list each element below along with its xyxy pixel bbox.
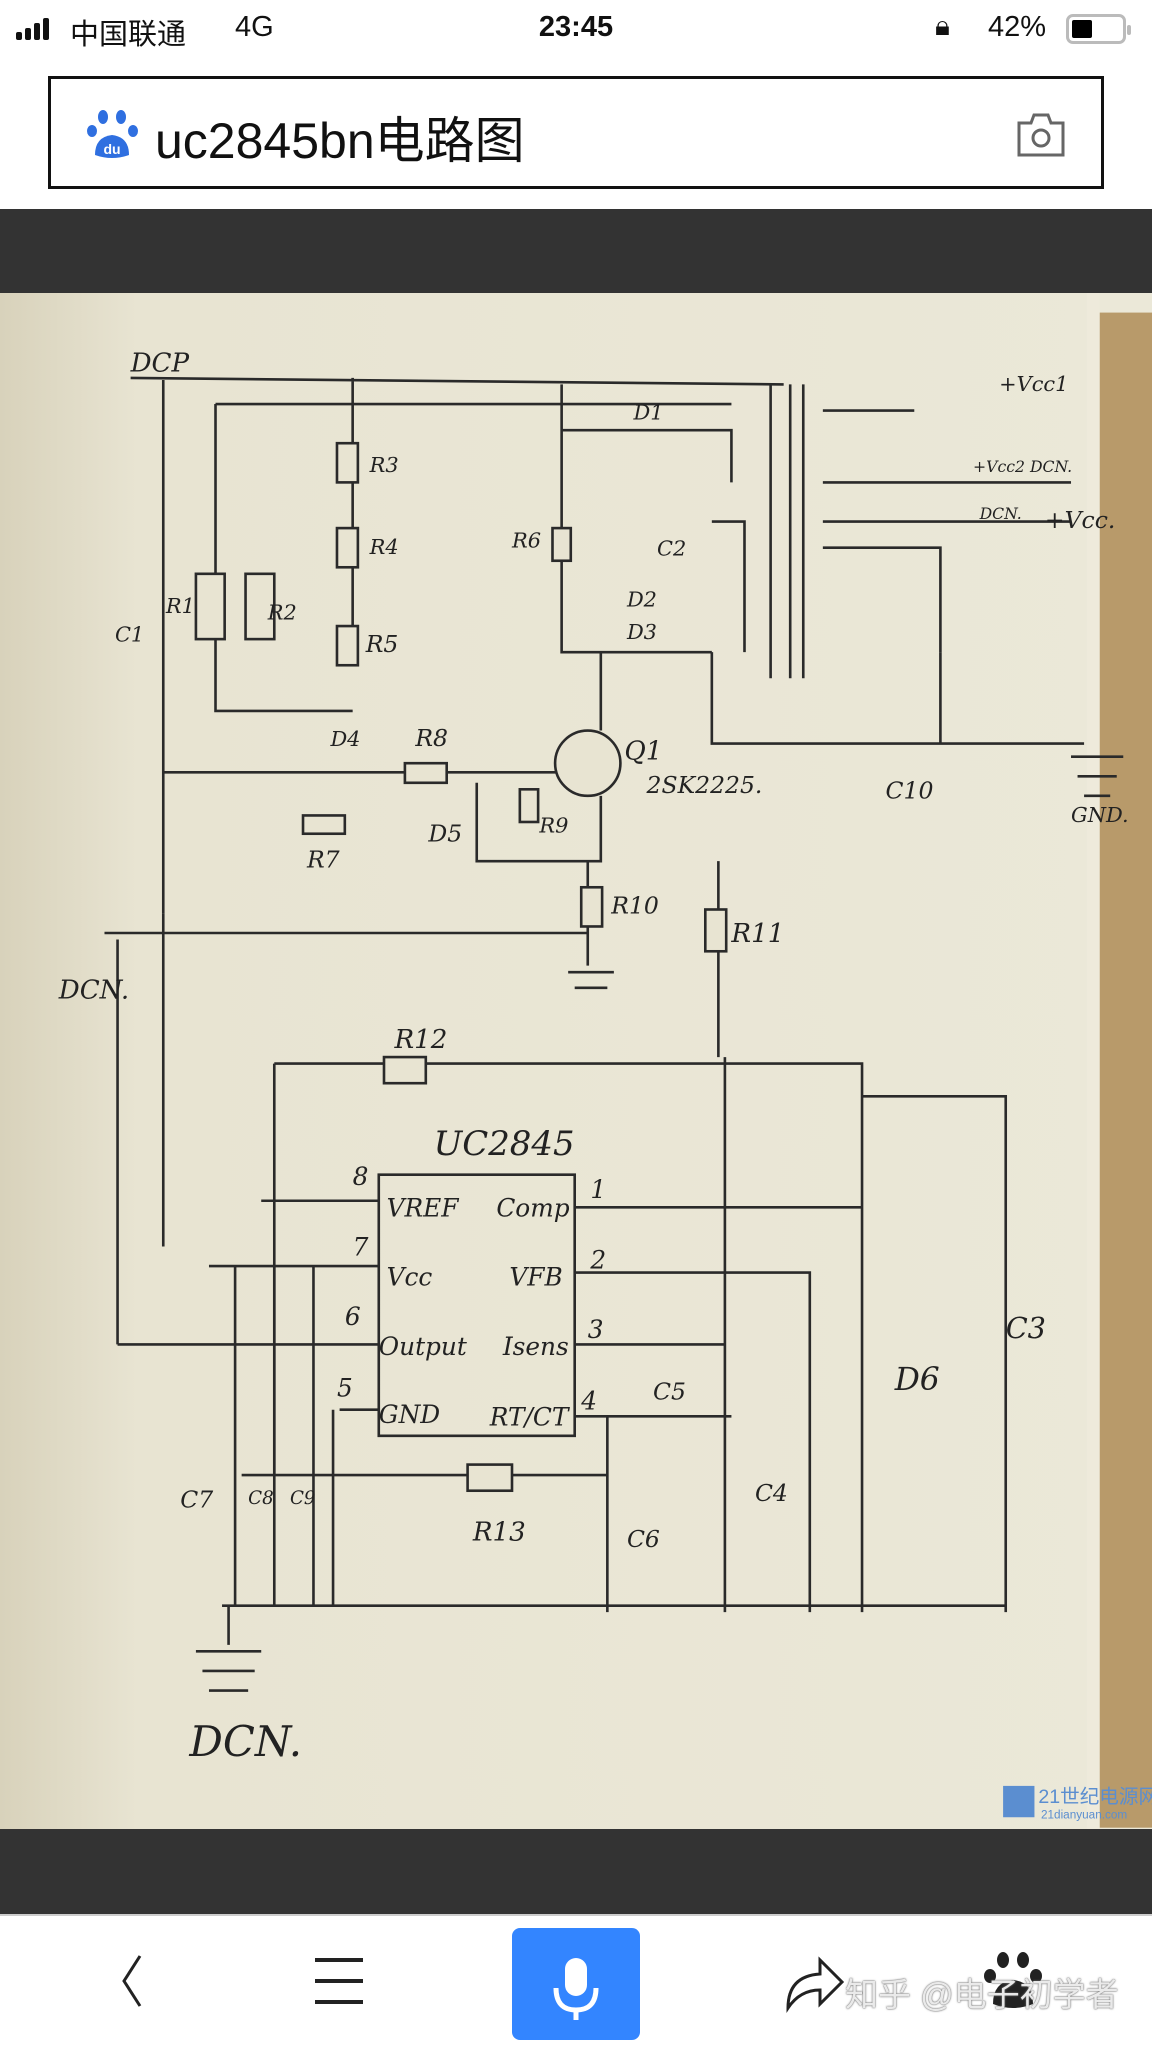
label-d3: D3 [626, 620, 657, 644]
label-dcp: DCP [130, 348, 190, 378]
image-top-band [0, 209, 1152, 293]
label-r5: R5 [365, 630, 399, 658]
baidu-paw-icon: du [87, 110, 138, 158]
pin-3-number: 3 [588, 1315, 604, 1344]
pin-8-number: 8 [353, 1162, 369, 1191]
status-bar: 中国联通 4G 23:45 🔒︎ 42% [0, 0, 1152, 58]
pin-isens: Isens [502, 1332, 569, 1361]
label-r1: R1 [165, 594, 195, 618]
image-bottom-band [0, 1829, 1152, 1914]
pin-gnd: GND [379, 1400, 441, 1429]
label-c2: C2 [657, 537, 686, 561]
voice-search-button[interactable] [512, 1928, 640, 2040]
label-gnd: GND. [1071, 803, 1129, 827]
label-c1: C1 [115, 623, 144, 647]
label-r2: R2 [267, 601, 297, 625]
label-c9: C9 [290, 1488, 316, 1509]
label-c3: C3 [1006, 1311, 1046, 1345]
label-r4: R4 [369, 535, 399, 559]
label-r7: R7 [306, 846, 340, 874]
label-c4: C4 [755, 1479, 788, 1507]
label-dcn: DCN. [58, 975, 129, 1005]
label-vcc2: +Vcc2 DCN. [973, 457, 1072, 476]
baidu-paw-icon[interactable] [978, 1946, 1048, 2016]
label-r3: R3 [369, 453, 399, 477]
label-vcc: +Vcc. [1045, 506, 1115, 534]
label-vcc1: +Vcc1 [999, 372, 1068, 396]
label-c5: C5 [653, 1377, 686, 1405]
label-d6: D6 [894, 1362, 940, 1398]
pin-1-number: 1 [590, 1175, 606, 1204]
clock: 23:45 [538, 11, 614, 43]
label-r9: R9 [538, 813, 568, 837]
label-dcn-sec: DCN. [979, 504, 1022, 523]
microphone-icon [553, 1958, 599, 2020]
share-icon[interactable] [780, 1946, 850, 2016]
menu-icon[interactable] [305, 1946, 375, 2016]
search-query[interactable]: uc2845bn电路图 [155, 113, 525, 169]
svg-text:du: du [103, 141, 120, 157]
watermark-logo [1003, 1785, 1035, 1818]
label-dcn-bottom: DCN. [188, 1717, 302, 1766]
pin-5-number: 5 [337, 1374, 353, 1403]
network-type: 4G [235, 11, 274, 43]
pin-4-number: 4 [580, 1387, 597, 1416]
label-r8: R8 [414, 724, 448, 752]
label-uc2845: UC2845 [434, 1124, 575, 1164]
label-c7: C7 [180, 1486, 213, 1514]
rotation-lock-icon: 🔒︎ [935, 10, 950, 41]
pin-comp: Comp [496, 1193, 569, 1222]
signal-icon [16, 18, 49, 40]
camera-icon[interactable] [1015, 109, 1067, 161]
label-d4: D4 [329, 727, 360, 751]
pin-6-number: 6 [345, 1302, 361, 1331]
pin-2-number: 2 [589, 1246, 606, 1275]
label-q1: Q1 [624, 736, 662, 766]
pin-vref: VREF [387, 1193, 460, 1222]
label-r6: R6 [511, 529, 541, 553]
label-q1-part: 2SK2225. [646, 771, 763, 799]
battery-icon [1066, 14, 1131, 44]
watermark-url: 21dianyuan.com [1041, 1809, 1127, 1822]
schematic-drawing: DCP DCN. DCN. GND. +Vcc1 +Vcc2 DCN. DCN.… [0, 293, 1152, 1829]
pin-7-number: 7 [353, 1233, 369, 1262]
pin-output: Output [379, 1332, 467, 1361]
pin-vcc: Vcc [387, 1263, 433, 1292]
label-d1: D1 [632, 401, 663, 425]
bottom-toolbar: 知乎 @电子初学者 [0, 1914, 1152, 2048]
schematic-photo[interactable]: DCP DCN. DCN. GND. +Vcc1 +Vcc2 DCN. DCN.… [0, 293, 1152, 1829]
zhihu-watermark: 知乎 @电子初学者 [845, 1976, 1119, 2013]
label-c8: C8 [248, 1488, 274, 1509]
label-d2: D2 [626, 587, 657, 611]
label-r11: R11 [730, 919, 784, 949]
label-c10: C10 [886, 776, 934, 804]
search-bar[interactable]: du uc2845bn电路图 [48, 76, 1104, 189]
pin-rtct: RT/CT [489, 1402, 571, 1431]
label-c6: C6 [627, 1525, 660, 1553]
watermark-text: 21世纪电源网 [1038, 1786, 1152, 1808]
label-r13: R13 [472, 1517, 526, 1547]
battery-percent: 42% [988, 11, 1047, 43]
back-chevron-icon[interactable] [100, 1946, 170, 2016]
label-r10: R10 [610, 891, 659, 919]
carrier: 中国联通 [70, 19, 187, 51]
pin-vfb: VFB [509, 1263, 562, 1292]
label-r12: R12 [393, 1025, 447, 1055]
label-d5: D5 [427, 820, 462, 848]
